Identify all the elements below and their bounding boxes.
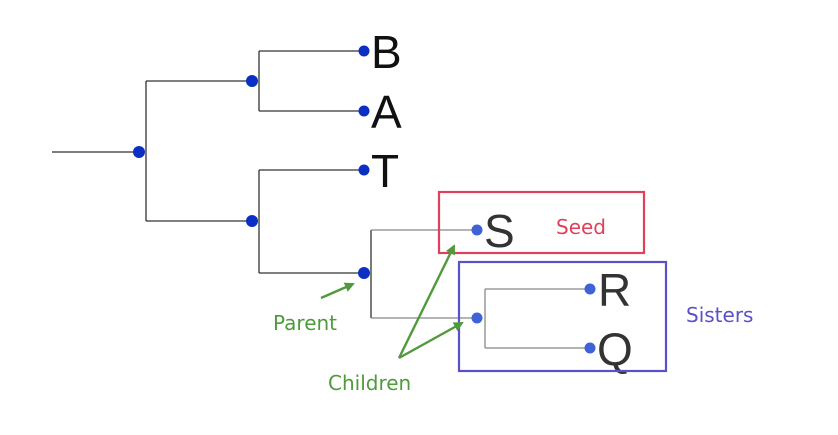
sisters-node xyxy=(471,312,483,324)
sisters-label: Sisters xyxy=(686,303,753,327)
leaf-label-a: A xyxy=(371,86,402,138)
leaf-label-q: Q xyxy=(597,323,633,375)
seed-box xyxy=(437,190,646,255)
annotation-arrows xyxy=(320,244,464,360)
children-arrow-to-s xyxy=(397,244,456,359)
leaf-node-a xyxy=(358,105,370,117)
leaf-label-r: R xyxy=(598,264,631,316)
leaf-labels: B A T S R Q xyxy=(371,26,633,375)
tree-branches xyxy=(52,50,372,318)
children-arrow-to-sisters xyxy=(398,321,464,360)
subtree-branches xyxy=(371,229,590,349)
leaf-label-s: S xyxy=(484,205,515,257)
leaf-node-b xyxy=(358,45,370,57)
seed-label: Seed xyxy=(556,215,606,239)
parent-node xyxy=(358,267,370,279)
lower-node xyxy=(246,215,258,227)
tree-nodes xyxy=(133,45,596,354)
children-label: Children xyxy=(328,371,411,395)
leaf-node-r xyxy=(584,283,596,295)
leaf-node-s xyxy=(471,224,483,236)
leaf-node-q xyxy=(584,342,596,354)
leaf-node-t xyxy=(358,164,370,176)
leaf-label-b: B xyxy=(371,26,402,78)
ba-node xyxy=(246,75,258,87)
root-node xyxy=(133,146,145,158)
sisters-box xyxy=(457,260,668,373)
leaf-label-t: T xyxy=(371,145,399,197)
parent-arrow xyxy=(320,282,355,300)
parent-label: Parent xyxy=(273,311,337,335)
